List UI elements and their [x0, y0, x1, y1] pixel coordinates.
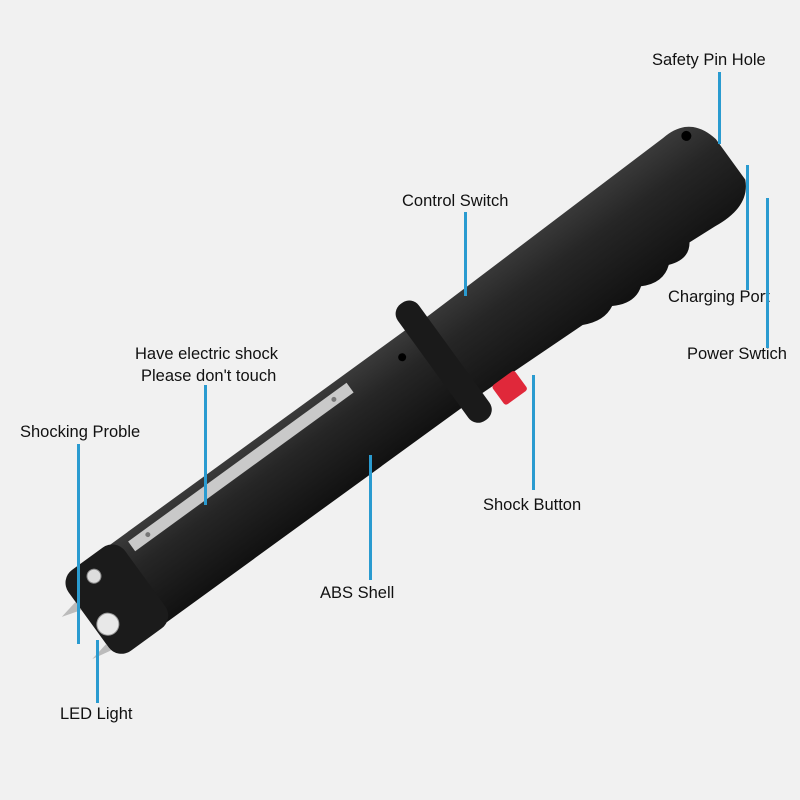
handle-grip — [423, 126, 746, 396]
label-warning-line1: Have electric shock — [135, 345, 279, 363]
shocking-probe — [61, 601, 82, 617]
leader-line — [96, 640, 99, 703]
leader-line — [746, 165, 749, 290]
leader-line — [532, 375, 535, 490]
hand-guard — [395, 300, 492, 423]
front-screw — [86, 568, 102, 584]
strip-rivet — [145, 532, 151, 538]
label-shocking-probe: Shocking Proble — [20, 423, 141, 441]
electrode-strip — [128, 382, 354, 552]
label-safety-pin-hole: Safety Pin Hole — [652, 51, 766, 69]
abs-shell — [72, 323, 474, 649]
label-led-light: LED Light — [60, 705, 133, 723]
label-power-switch: Power Swtich — [687, 345, 787, 363]
label-abs-shell: ABS Shell — [320, 584, 395, 602]
safety-pin-hole — [681, 130, 692, 141]
strip-rivet — [331, 396, 337, 402]
leader-line — [369, 455, 372, 580]
leader-line — [77, 444, 80, 644]
label-charging-port: Charging Port — [668, 288, 770, 306]
leader-line — [464, 212, 467, 296]
shocking-probe — [92, 643, 111, 659]
shaft-hole — [398, 353, 407, 362]
shock-button — [492, 371, 527, 405]
leader-line — [204, 385, 207, 505]
leader-line — [766, 198, 769, 348]
label-control-switch: Control Switch — [402, 192, 509, 210]
label-shock-button: Shock Button — [483, 496, 582, 514]
leader-line — [718, 72, 721, 144]
label-warning-line2: Please don't touch — [141, 367, 277, 385]
led-light — [96, 612, 120, 636]
